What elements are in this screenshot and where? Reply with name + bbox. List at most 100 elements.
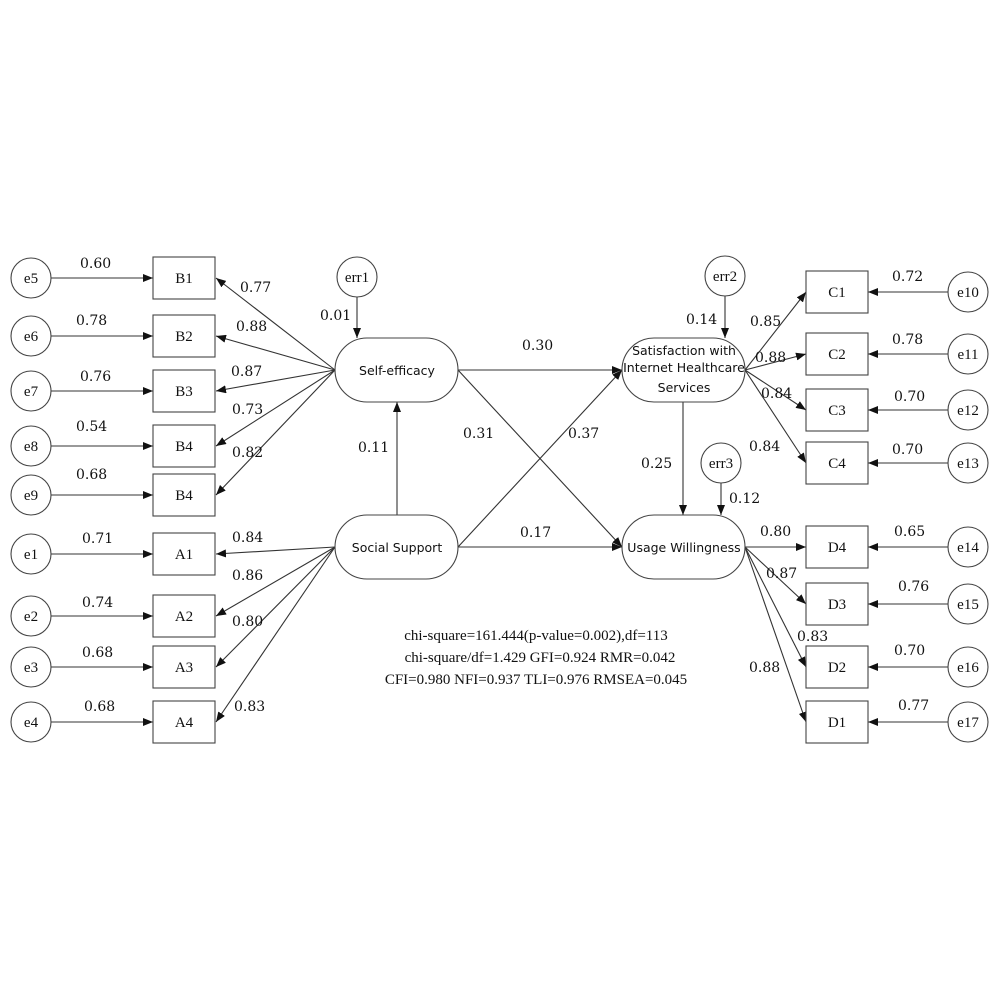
error-label: e10	[957, 285, 979, 301]
indicator-label: B1	[175, 271, 193, 287]
error-label: e15	[957, 597, 979, 613]
indicator-box-c3	[805, 388, 869, 432]
loading-path-c1	[744, 291, 807, 371]
error-value: 0.70	[892, 442, 923, 458]
path-value: 0.37	[568, 426, 599, 442]
loading-value: 0.86	[232, 568, 263, 584]
error-label: e9	[24, 488, 38, 504]
indicator-box-d4	[805, 525, 869, 569]
loading-value: 0.82	[232, 445, 263, 461]
latent-label: Social Support	[352, 540, 443, 555]
error-value: 0.71	[82, 531, 113, 547]
indicator-box-b1	[152, 256, 216, 300]
error-circle-e6	[10, 315, 52, 357]
error-value: 0.54	[76, 419, 107, 435]
error-circle-e17	[947, 701, 989, 743]
path-value: 0.17	[520, 525, 551, 541]
error-label: e7	[24, 384, 39, 400]
fit-index-line: chi-square/df=1.429 GFI=0.924 RMR=0.042	[405, 650, 676, 666]
error-circle-e8	[10, 425, 52, 467]
error-label: e3	[24, 660, 38, 676]
latent-usage-willingness	[621, 514, 746, 580]
loading-value: 0.80	[232, 614, 263, 630]
error-label: e6	[24, 329, 39, 345]
loading-path-b2	[215, 334, 336, 371]
disturbance-value: 0.12	[729, 491, 760, 507]
loading-path-b1	[215, 277, 336, 371]
latent-social-support	[334, 514, 459, 580]
error-value: 0.78	[892, 332, 923, 348]
error-value: 0.68	[76, 467, 107, 483]
error-label: e8	[24, 439, 38, 455]
indicator-box-b4	[152, 424, 216, 468]
indicator-label: A3	[175, 660, 193, 676]
indicator-box-b2	[152, 314, 216, 358]
disturbance-label: err1	[345, 270, 369, 286]
error-label: e1	[24, 547, 38, 563]
error-value: 0.78	[76, 313, 107, 329]
error-value: 0.72	[892, 269, 923, 285]
path-value: 0.30	[522, 338, 553, 354]
indicator-box-c1	[805, 270, 869, 314]
indicator-label: B4	[175, 488, 193, 504]
loading-path-b3	[215, 369, 336, 394]
indicator-label: D1	[828, 715, 846, 731]
latent-label: Usage Willingness	[627, 540, 740, 555]
indicator-box-a4	[152, 700, 216, 744]
error-value: 0.70	[894, 389, 925, 405]
error-circle-e4	[10, 701, 52, 743]
indicator-label: B3	[175, 384, 193, 400]
loading-path-c3	[744, 369, 807, 411]
loading-value: 0.80	[760, 524, 791, 540]
error-label: e17	[957, 715, 979, 731]
loading-value: 0.73	[232, 402, 263, 418]
error-value: 0.60	[80, 256, 111, 272]
latent-self-efficacy	[334, 337, 459, 403]
error-circle-e2	[10, 595, 52, 637]
loading-value: 0.87	[231, 364, 262, 380]
indicator-box-a2	[152, 594, 216, 638]
error-value: 0.76	[898, 579, 929, 595]
error-circle-e10	[947, 271, 989, 313]
error-value: 0.74	[82, 595, 113, 611]
error-circle-e3	[10, 646, 52, 688]
latent-label: Internet Healthcare	[623, 360, 745, 375]
indicator-label: A1	[175, 547, 193, 563]
latent-label: Services	[658, 380, 711, 395]
error-value: 0.65	[894, 524, 925, 540]
loading-path-d2	[744, 546, 807, 668]
indicator-box-d3	[805, 582, 869, 626]
error-label: e2	[24, 609, 38, 625]
loading-value: 0.88	[749, 660, 780, 676]
disturbance-err1	[336, 256, 378, 298]
indicator-box-b3	[152, 369, 216, 413]
error-circle-e16	[947, 646, 989, 688]
indicator-box-b4	[152, 473, 216, 517]
error-circle-e15	[947, 583, 989, 625]
loading-path-c4	[744, 369, 807, 464]
indicator-label: C1	[828, 285, 846, 301]
indicator-label: C3	[828, 403, 846, 419]
loading-value: 0.84	[749, 439, 780, 455]
loading-path-b4	[215, 369, 336, 496]
loading-value: 0.83	[797, 629, 828, 645]
indicator-label: A4	[175, 715, 194, 731]
error-label: e12	[957, 403, 979, 419]
indicator-label: B4	[175, 439, 193, 455]
indicator-label: A2	[175, 609, 193, 625]
error-label: e11	[957, 347, 978, 363]
latent-label: Self-efficacy	[359, 363, 436, 378]
latent-label: Satisfaction with	[632, 343, 736, 358]
disturbance-err3	[700, 442, 742, 484]
indicator-box-c4	[805, 441, 869, 485]
indicator-label: D2	[828, 660, 846, 676]
loading-path-d1	[744, 546, 807, 723]
loading-value: 0.84	[232, 530, 263, 546]
error-circle-e7	[10, 370, 52, 412]
disturbance-value: 0.01	[320, 308, 351, 324]
indicator-box-d2	[805, 645, 869, 689]
indicator-box-a1	[152, 532, 216, 576]
loading-value: 0.83	[234, 699, 265, 715]
